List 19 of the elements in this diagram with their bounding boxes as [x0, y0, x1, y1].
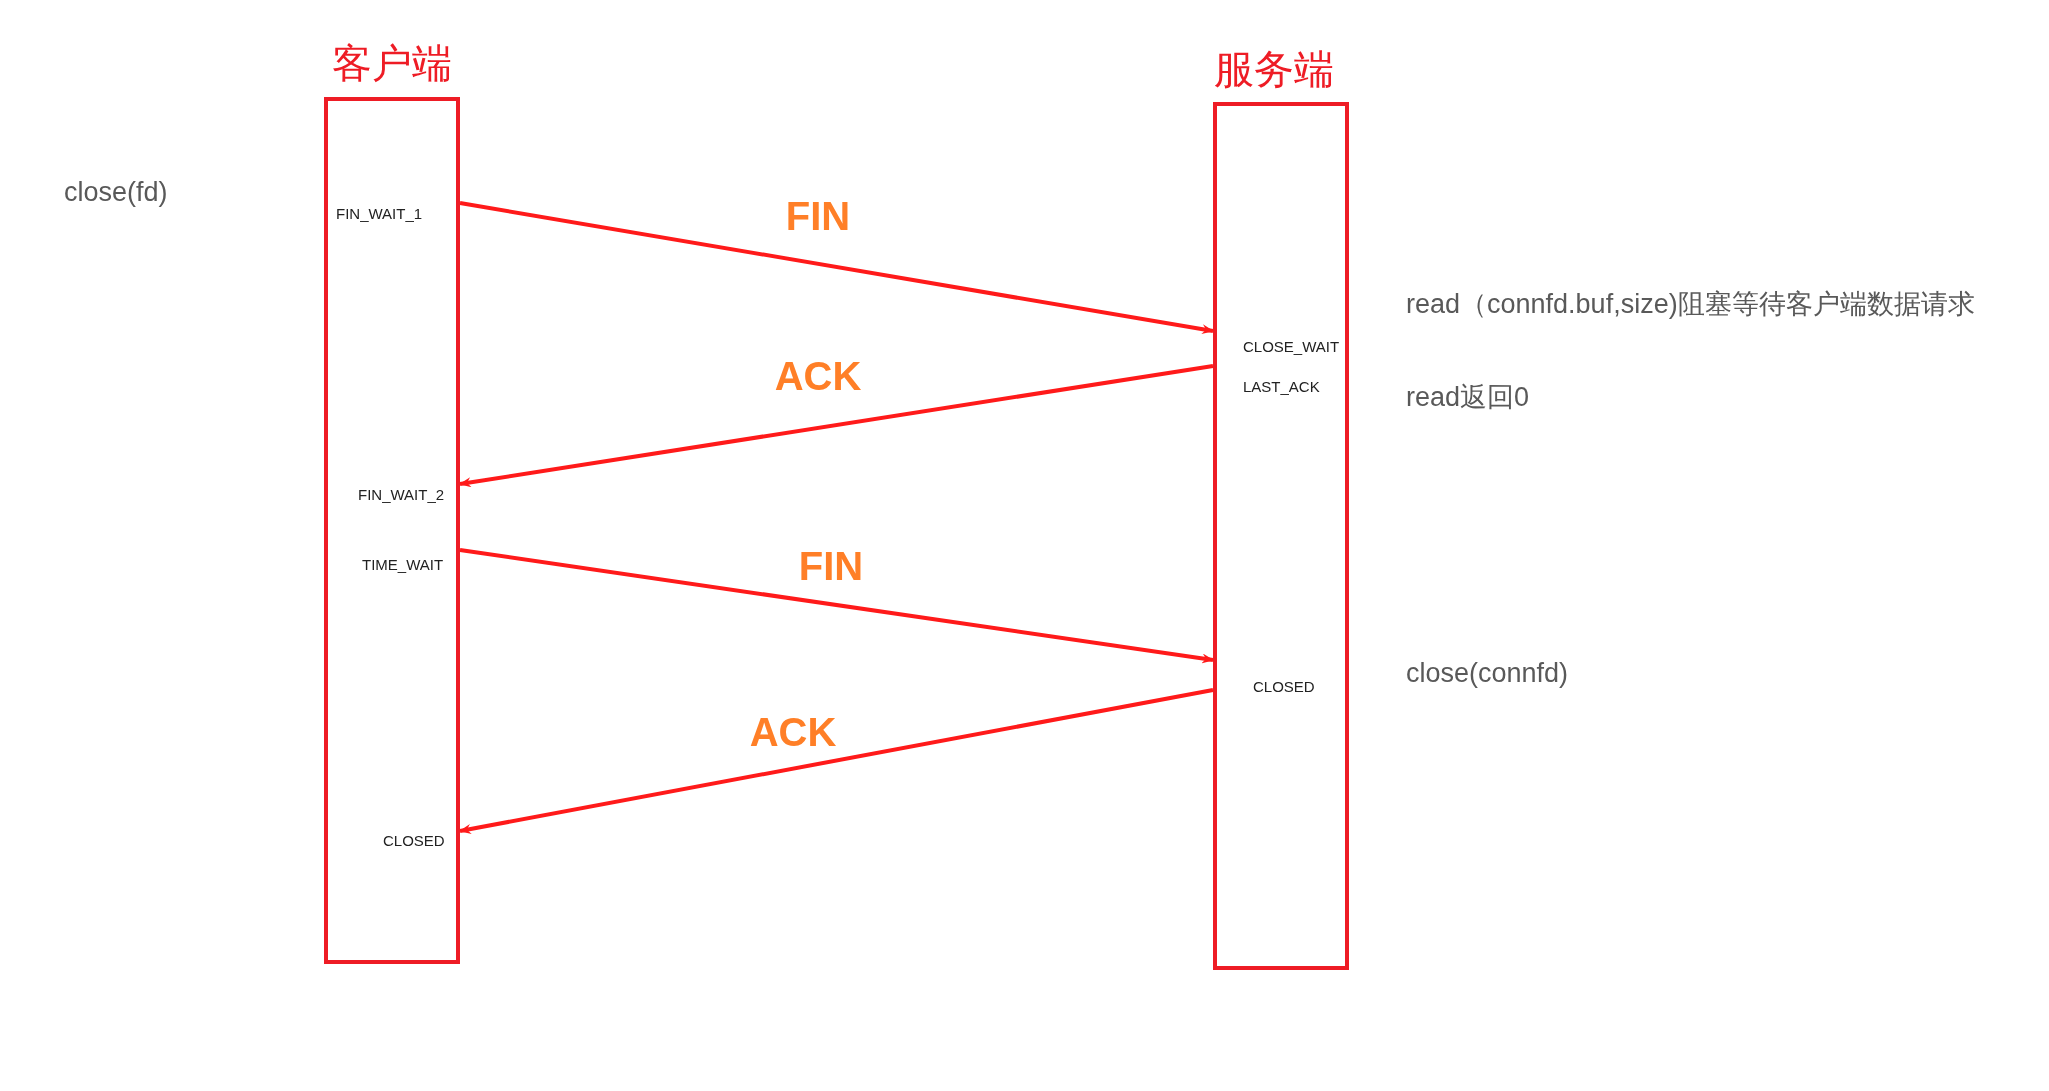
note-text: close(connfd) [1406, 659, 1569, 687]
state-label: CLOSED [1253, 677, 1315, 697]
arrow [459, 548, 1214, 664]
note-text: close(fd) [64, 178, 168, 206]
lifeline-box [1213, 102, 1349, 970]
state-label: FIN_WAIT_2 [358, 485, 445, 505]
state-label: CLOSED [383, 831, 445, 851]
arrow [459, 364, 1214, 488]
lifeline-title: 客户端 [332, 43, 452, 83]
state-label: TIME_WAIT [362, 555, 444, 575]
note-text: read返回0 [1406, 383, 1530, 411]
arrow [459, 201, 1214, 335]
arrow [459, 688, 1214, 834]
lifeline-title: 服务端 [1214, 49, 1334, 89]
state-label: FIN_WAIT_1 [336, 204, 423, 224]
state-label: LAST_ACK [1243, 377, 1320, 397]
lifeline-box [324, 97, 460, 964]
state-label: CLOSE_WAIT [1243, 337, 1340, 357]
note-text: read（connfd.buf,size)阻塞等待客户端数据请求 [1406, 290, 1975, 318]
